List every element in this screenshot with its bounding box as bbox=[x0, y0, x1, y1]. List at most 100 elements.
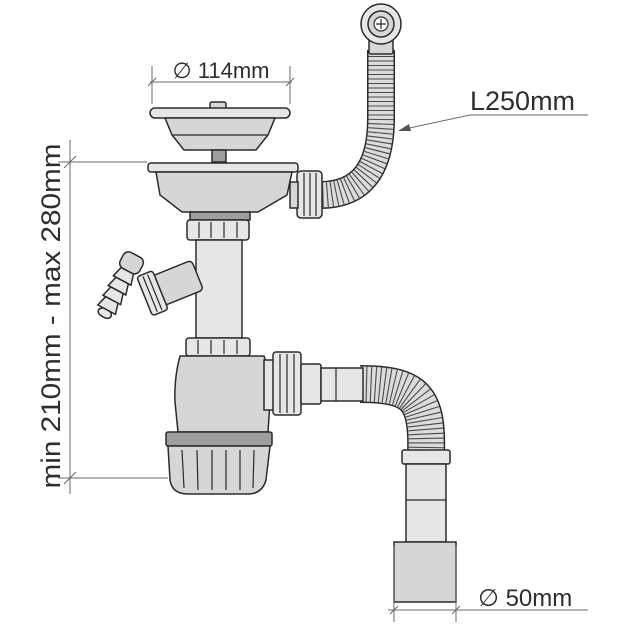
leader-line bbox=[399, 114, 588, 131]
hose-rib bbox=[362, 154, 387, 165]
screw-cross-icon bbox=[376, 19, 386, 29]
hose-rib bbox=[367, 135, 393, 140]
hose-rib bbox=[368, 123, 394, 125]
dimension-lines bbox=[58, 140, 168, 494]
hose-rib bbox=[365, 147, 390, 155]
strainer-disc bbox=[149, 107, 291, 119]
hose-rib bbox=[399, 379, 421, 409]
outlet-hose-ring bbox=[401, 449, 451, 465]
hose-rib bbox=[407, 422, 443, 428]
trap-collar-ribs bbox=[197, 340, 238, 354]
drain-body bbox=[147, 162, 323, 241]
overflow-hose bbox=[319, 50, 395, 209]
barb-ring bbox=[112, 266, 135, 287]
hose-rib bbox=[397, 375, 415, 408]
diameter-outlet-label: ∅ 50mm bbox=[478, 585, 572, 612]
hose-rib bbox=[388, 369, 398, 405]
overflow-hose-ribs bbox=[321, 51, 394, 208]
hose-rib bbox=[336, 180, 345, 205]
hose-rib bbox=[325, 182, 329, 208]
hose-rib bbox=[361, 157, 385, 170]
inlet-fitting-group bbox=[136, 260, 203, 316]
barb-ring bbox=[106, 276, 130, 297]
height-range-label: min 210mm - max 280mm bbox=[36, 143, 66, 488]
drain-nut bbox=[186, 219, 250, 241]
hose-rib bbox=[366, 143, 391, 150]
barb-ring bbox=[101, 286, 125, 306]
hose-rib bbox=[351, 172, 369, 192]
hose-rib bbox=[407, 417, 442, 425]
outlet-spigot bbox=[320, 367, 364, 402]
dimension-ticks bbox=[389, 605, 461, 615]
hose-rib bbox=[408, 432, 444, 436]
hose-barb bbox=[96, 251, 145, 320]
hose-rib bbox=[366, 139, 392, 145]
hose-rib bbox=[358, 164, 380, 179]
dimension-diameter-top: ∅ 114mm bbox=[147, 58, 295, 104]
hose-rib bbox=[408, 437, 444, 440]
strainer-stem bbox=[211, 149, 227, 163]
hose-rib bbox=[365, 366, 368, 402]
hose-rib bbox=[402, 388, 431, 412]
dimension-ticks bbox=[63, 155, 77, 485]
trap-cleanout-cap bbox=[167, 445, 271, 495]
drain-nut-ribs bbox=[198, 222, 238, 238]
dimension-hose-length: L250mm bbox=[398, 86, 588, 131]
outlet-hose-body bbox=[359, 366, 444, 455]
dimension-ticks bbox=[147, 77, 295, 87]
outlet-coupling bbox=[300, 363, 322, 405]
hose-rib bbox=[408, 446, 444, 449]
hose-rib bbox=[406, 411, 441, 421]
dimension-lines bbox=[150, 66, 292, 104]
appliance-inlet bbox=[96, 251, 203, 320]
hose-rib bbox=[369, 366, 373, 402]
diameter-top-label: ∅ 114mm bbox=[172, 58, 269, 83]
hose-rib bbox=[385, 368, 393, 404]
inlet-nut-ribs bbox=[142, 274, 163, 312]
hose-rib bbox=[329, 181, 335, 207]
strainer-body bbox=[163, 117, 277, 151]
outlet-pipe bbox=[300, 363, 457, 603]
hose-rib bbox=[359, 161, 383, 174]
hose-rib bbox=[340, 179, 350, 203]
trap-cap-ring bbox=[165, 431, 273, 447]
overflow-head bbox=[360, 3, 402, 55]
hose-rib bbox=[343, 177, 355, 201]
hose-rib bbox=[348, 174, 365, 196]
trap-body bbox=[174, 355, 272, 433]
drain-flange bbox=[147, 162, 299, 173]
drain-gasket bbox=[189, 211, 251, 221]
hose-rib bbox=[408, 427, 444, 432]
dimension-diameter-outlet: ∅ 50mm bbox=[388, 546, 588, 622]
outlet-hose bbox=[359, 365, 446, 455]
hose-rib bbox=[405, 405, 440, 418]
outlet-end-sleeve bbox=[393, 541, 457, 603]
hose-rib bbox=[373, 366, 378, 402]
trap-cap-ribs bbox=[181, 449, 255, 491]
tailpiece-pipe bbox=[195, 239, 243, 339]
overflow-connector-spigot bbox=[289, 181, 299, 209]
dimension-height: min 210mm - max 280mm bbox=[36, 140, 168, 494]
leader-arrow-icon bbox=[398, 124, 411, 131]
hose-rib bbox=[404, 400, 438, 415]
hose-rib bbox=[377, 367, 383, 403]
hose-rib bbox=[368, 127, 394, 130]
hose-rib bbox=[394, 373, 410, 406]
hose-rib bbox=[364, 150, 389, 160]
strainer-basket bbox=[149, 101, 291, 163]
hose-rib bbox=[346, 176, 360, 199]
hose-rib bbox=[367, 131, 393, 135]
trap-collar bbox=[185, 337, 251, 357]
hose-rib bbox=[356, 167, 377, 184]
barb-tip bbox=[97, 307, 113, 320]
hose-rib bbox=[333, 181, 340, 206]
hose-rib bbox=[400, 383, 426, 410]
drain-bowl bbox=[155, 171, 293, 213]
hose-rib bbox=[353, 169, 373, 188]
hose-rib bbox=[391, 371, 404, 405]
hose-rib bbox=[381, 367, 388, 403]
barb-ring bbox=[96, 295, 119, 316]
overflow-connector-ribs bbox=[303, 173, 317, 216]
trap-outlet-nut-ribs bbox=[279, 354, 295, 413]
